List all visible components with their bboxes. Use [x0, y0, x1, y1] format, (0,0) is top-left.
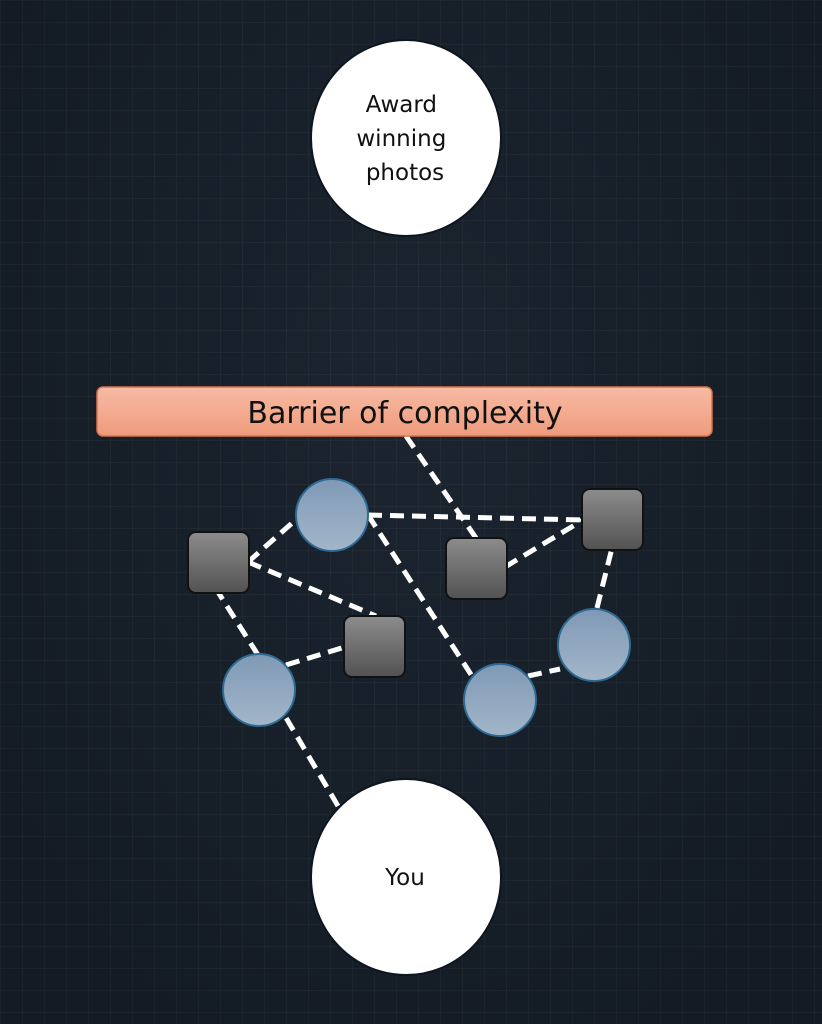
- barrier-bar: [96, 386, 713, 437]
- goal-node-circle: [310, 39, 502, 237]
- network-nodes: [187, 478, 644, 737]
- network-node-circle: [463, 663, 537, 737]
- network-node-square: [445, 537, 508, 600]
- edge-barrier-to-square-b: [403, 434, 479, 540]
- network-node-circle: [295, 478, 369, 552]
- barrier-of-complexity: Barrier of complexity: [96, 386, 713, 437]
- goal-node-label: Award winning photos: [356, 92, 453, 186]
- network-node-circle: [557, 608, 631, 682]
- edge-circle-b-to-square-d: [367, 512, 584, 523]
- edge-square-a-to-circle-b: [246, 514, 302, 564]
- start-node-circle: [310, 778, 502, 976]
- network-node-square: [581, 488, 644, 551]
- edge-circle-c-to-circle-d: [527, 666, 561, 679]
- network-node-square: [343, 615, 406, 678]
- edge-you-to-circle-a: [282, 714, 341, 808]
- edge-circle-b-to-circle-c: [365, 513, 475, 678]
- edge-square-a-to-square-c: [247, 559, 377, 619]
- edge-circle-a-to-square-a: [215, 590, 261, 657]
- goal-node-line: winning: [356, 126, 446, 152]
- goal-node: Award winning photos: [310, 39, 502, 237]
- edge-circle-d-to-square-d: [594, 547, 615, 609]
- barrier-label: Barrier of complexity: [247, 396, 562, 431]
- edge-square-b-to-square-d: [503, 517, 585, 570]
- start-node: You: [310, 778, 502, 976]
- goal-node-line: photos: [366, 160, 444, 186]
- goal-node-line: Award: [366, 92, 437, 118]
- network-node-square: [187, 531, 250, 594]
- network-node-circle: [222, 653, 296, 727]
- edge-circle-a-to-square-c: [285, 644, 346, 668]
- start-node-label: You: [384, 865, 425, 891]
- network-edges: [215, 434, 615, 808]
